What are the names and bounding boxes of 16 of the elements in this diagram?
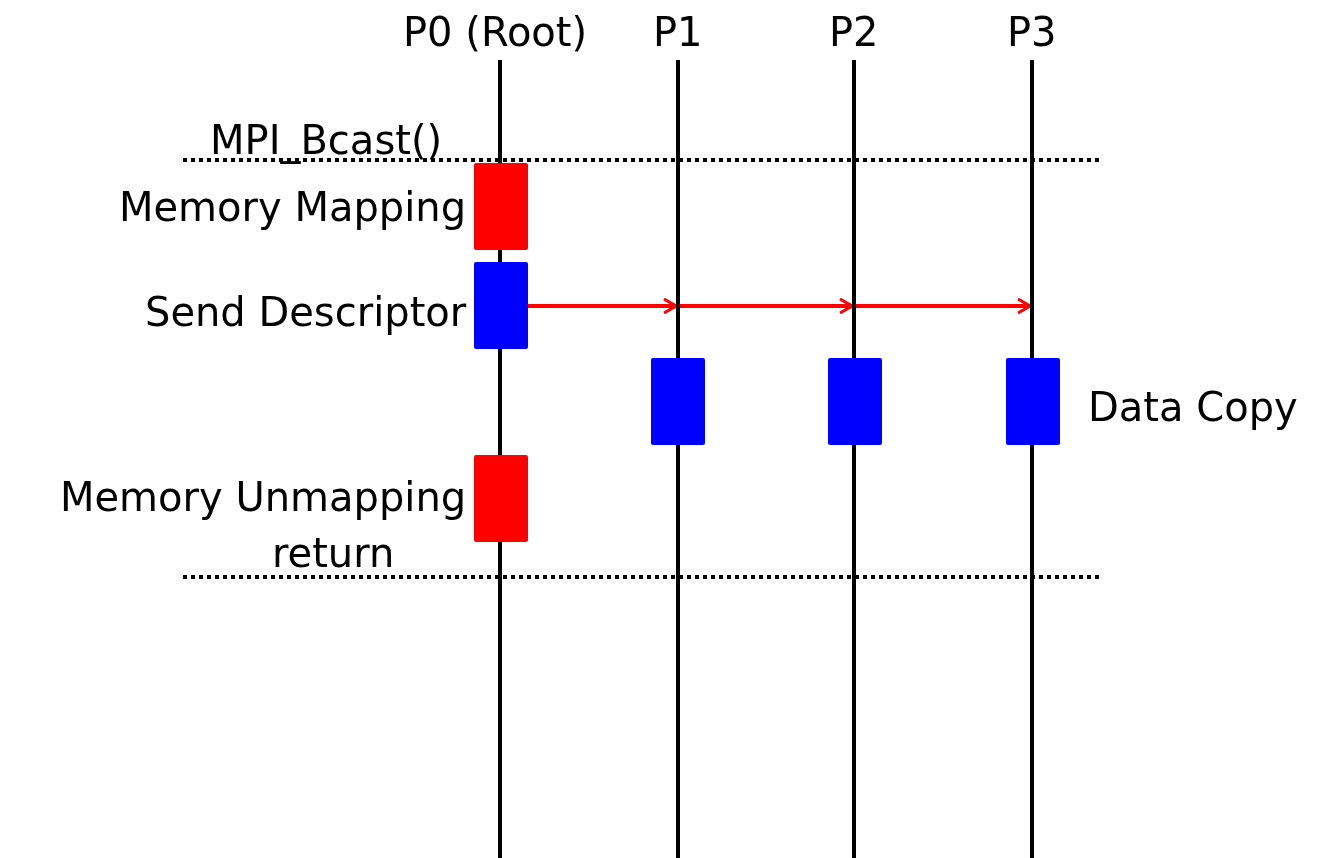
activation-bar [474, 262, 528, 349]
activation-bar [474, 163, 528, 250]
process-label: P2 [829, 8, 879, 56]
step-label: Send Descriptor [145, 288, 467, 336]
activation-bar [474, 455, 528, 542]
function-label: MPI_Bcast() [210, 116, 443, 164]
activation-bar [1006, 358, 1060, 445]
process-label: P3 [1007, 8, 1057, 56]
process-label: P1 [653, 8, 703, 56]
step-label: Data Copy [1088, 383, 1298, 431]
activation-bar [828, 358, 882, 445]
step-label: return [272, 529, 395, 577]
step-label: Memory Unmapping [60, 473, 467, 521]
process-label: P0 (Root) [403, 8, 588, 56]
step-label: Memory Mapping [119, 183, 467, 231]
activation-bar [651, 358, 705, 445]
